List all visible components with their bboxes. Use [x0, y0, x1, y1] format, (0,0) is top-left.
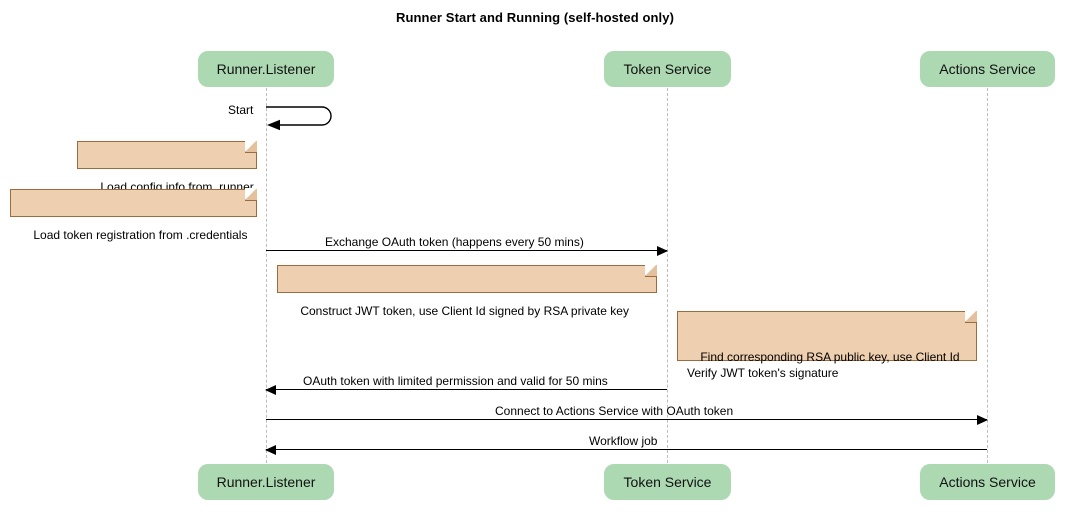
participant-actions-service-bottom[interactable]: Actions Service [920, 464, 1055, 500]
message-workflow-job[interactable] [265, 445, 987, 455]
message-exchange-oauth-token-label: Exchange OAuth token (happens every 50 m… [325, 235, 584, 249]
note-fold-icon [645, 264, 657, 277]
participant-label: Token Service [623, 61, 712, 77]
lifeline-runner [266, 88, 267, 463]
arrowhead-left-icon [265, 445, 276, 455]
message-connect-actions-service[interactable] [266, 415, 988, 425]
note-fold-icon [965, 310, 977, 323]
note-verify-jwt: Find corresponding RSA public key, use C… [677, 310, 977, 380]
message-connect-actions-service-label: Connect to Actions Service with OAuth to… [495, 404, 734, 418]
note-text: Construct JWT token, use Client Id signe… [300, 304, 629, 318]
participant-label: Actions Service [939, 474, 1036, 490]
self-message-start[interactable] [266, 101, 346, 133]
message-oauth-token-reply-label: OAuth token with limited permission and … [303, 374, 608, 388]
message-workflow-job-label: Workflow job [589, 434, 658, 448]
participant-actions-service-top[interactable]: Actions Service [920, 51, 1055, 87]
message-oauth-token-reply[interactable] [265, 385, 667, 395]
participant-token-service-bottom[interactable]: Token Service [604, 464, 731, 500]
participant-label: Actions Service [939, 61, 1036, 77]
note-load-config: Load config info from .runner [77, 140, 257, 194]
arrowhead-left-icon [265, 385, 276, 395]
arrowhead-right-icon [977, 415, 988, 425]
note-fold-icon [245, 140, 257, 153]
note-text: Load token registration from .credential… [33, 228, 248, 242]
participant-label: Runner.Listener [216, 61, 316, 77]
participant-label: Runner.Listener [216, 474, 316, 490]
self-message-start-label: Start [228, 103, 254, 117]
message-exchange-oauth-token[interactable] [266, 246, 668, 256]
note-text: Find corresponding RSA public key, use C… [687, 350, 960, 380]
note-fold-icon [245, 188, 257, 201]
note-load-token-registration: Load token registration from .credential… [10, 188, 257, 242]
lifeline-actions-service [987, 88, 988, 463]
page-title: Runner Start and Running (self-hosted on… [395, 10, 675, 25]
participant-label: Token Service [623, 474, 712, 490]
note-construct-jwt: Construct JWT token, use Client Id signe… [277, 264, 657, 318]
arrowhead-right-icon [657, 246, 668, 256]
participant-runner-listener-top[interactable]: Runner.Listener [198, 51, 334, 87]
self-message-arrow-icon [266, 106, 332, 131]
participant-runner-listener-bottom[interactable]: Runner.Listener [198, 464, 334, 500]
lifeline-token-service [667, 88, 668, 463]
participant-token-service-top[interactable]: Token Service [604, 51, 731, 87]
